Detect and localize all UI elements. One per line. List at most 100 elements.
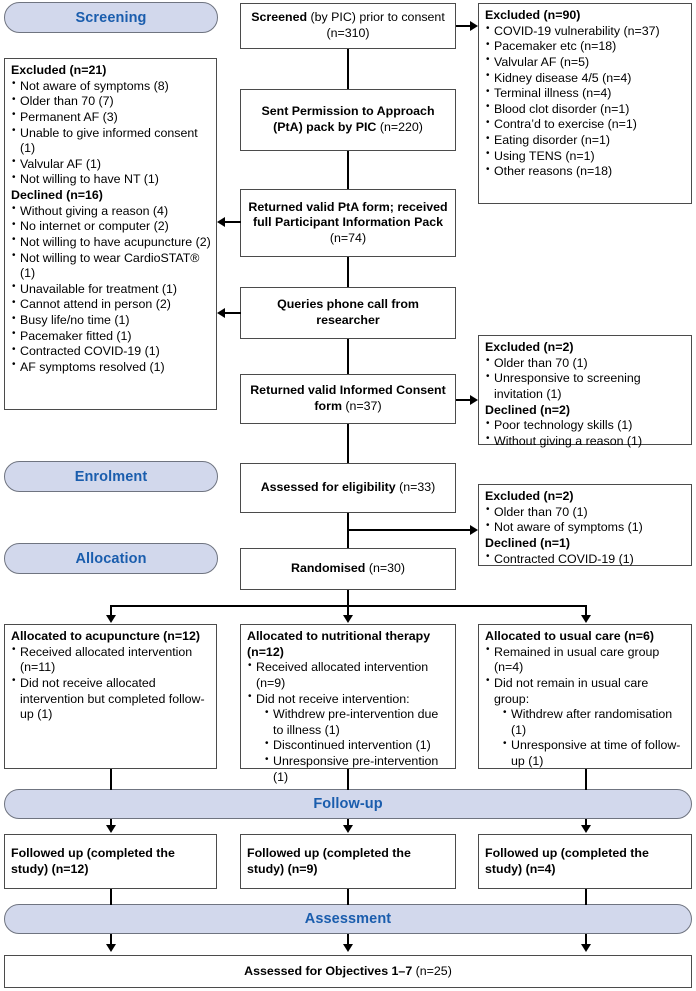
list-item: Eating disorder (n=1): [485, 133, 686, 149]
connector-screened-to-excluded90: [456, 25, 472, 27]
list-item: Contracted COVID-19 (1): [485, 551, 686, 568]
arrow-head-followup-mid: [343, 825, 353, 833]
box-pta-pack: Sent Permission to Approach (PtA) pack b…: [240, 89, 456, 151]
list-item: Discontinued intervention (1): [264, 738, 450, 754]
list-item: Contracted COVID-19 (1): [11, 344, 211, 360]
connector-consent-to-eligibility: [347, 424, 349, 463]
connector-followup-banner-drop-mid: [347, 819, 349, 827]
box-assessed-objectives: Assessed for Objectives 1–7 (n=25): [4, 955, 692, 988]
list-item: Using TENS (n=1): [485, 148, 686, 165]
connector-allocation-drop-left: [110, 605, 112, 617]
list-item: Unresponsive pre-intervention (1): [264, 753, 450, 785]
list-item: Valvular AF (n=5): [485, 54, 686, 71]
alloc-usual-care-header: Allocated to usual care (n=6): [485, 629, 655, 643]
list-item: Unresponsive to screening invitation (1): [485, 371, 686, 402]
list-item: Not aware of symptoms (8): [11, 78, 211, 95]
banner-followup: Follow-up: [4, 789, 692, 819]
connector-randomised-stem: [347, 590, 349, 606]
banner-enrolment-label: Enrolment: [74, 468, 148, 485]
left-declined-list: Without giving a reason (4) No internet …: [11, 203, 211, 376]
list-item: Other reasons (n=18): [485, 164, 686, 180]
list-item: Received allocated intervention (n=11): [11, 644, 211, 676]
connector-eligibility-elbow: [347, 529, 472, 531]
alloc-nutrition-header: Allocated to nutritional therapy (n=12): [247, 629, 431, 659]
list-item: Pacemaker etc (n=18): [485, 39, 686, 55]
list-item: Pacemaker fitted (1): [11, 328, 211, 345]
box-randomised-bold: Randomised: [291, 561, 366, 576]
connector-allocation-drop-right: [585, 605, 587, 617]
list-item: Did not receive intervention: Withdrew p…: [247, 691, 450, 786]
list-item: COVID-19 vulnerability (n=37): [485, 23, 686, 40]
box-left-excluded-declined: Excluded (n=21) Not aware of symptoms (8…: [4, 58, 217, 410]
connector-queries-to-consent: [347, 339, 349, 374]
box-assessed-objectives-rest: (n=25): [412, 963, 452, 978]
arrow-head-left-panel-lower: [217, 308, 225, 318]
list-item: Withdrew after randomisation (1): [502, 707, 686, 738]
followup-nutrition-label: Followed up (completed the study) (n=9): [247, 845, 411, 876]
alloc-acupuncture-header: Allocated to acupuncture (n=12): [11, 629, 200, 643]
box-informed-consent: Returned valid Informed Consent form (n=…: [240, 374, 456, 424]
arrow-head-followup-left: [106, 825, 116, 833]
connector-followup-left-to-assessment: [110, 889, 112, 905]
box-eligibility: Assessed for eligibility (n=33): [240, 463, 456, 513]
box-returned-pta: Returned valid PtA form; received full P…: [240, 189, 456, 257]
left-excluded-header: Excluded (n=21): [11, 63, 107, 77]
list-item: Not willing to wear CardioSTAT® (1): [11, 250, 211, 282]
banner-screening-label: Screening: [75, 9, 147, 26]
list-item: Contra’d to exercise (n=1): [485, 117, 686, 133]
list-item-label: Did not receive intervention:: [256, 691, 410, 706]
list-item: Blood clot disorder (n=1): [485, 101, 686, 118]
list-item: Unable to give informed consent (1): [11, 125, 211, 157]
list-item: Older than 70 (1): [485, 355, 686, 372]
right-elig-excluded-header: Excluded (n=2): [485, 489, 574, 503]
box-eligibility-rest: (n=33): [395, 480, 436, 495]
connector-followup-right-to-assessment: [585, 889, 587, 905]
list-item: Busy life/no time (1): [11, 313, 211, 329]
box-queries-call: Queries phone call from researcher: [240, 287, 456, 339]
list-item: Remained in usual care group (n=4): [485, 644, 686, 676]
box-right-excluded-90: Excluded (n=90) COVID-19 vulnerability (…: [478, 3, 692, 204]
right-elig-declined-list: Contracted COVID-19 (1): [485, 551, 686, 568]
box-followup-acupuncture: Followed up (completed the study) (n=12): [4, 834, 217, 889]
banner-assessment-label: Assessment: [304, 911, 392, 927]
connector-returned-to-left-panel: [224, 221, 241, 223]
followup-acupuncture-label: Followed up (completed the study) (n=12): [11, 845, 175, 876]
list-item: Kidney disease 4/5 (n=4): [485, 70, 686, 87]
connector-consent-to-right-box: [456, 399, 472, 401]
right-excluded-90-header: Excluded (n=90): [485, 8, 581, 22]
connector-screened-to-pta: [347, 49, 349, 89]
box-right-eligibility-exclusions: Excluded (n=2) Older than 70 (1) Not awa…: [478, 484, 692, 566]
connector-followup-banner-drop-right: [585, 819, 587, 827]
arrow-head-objectives-mid: [343, 944, 353, 952]
list-item: Did not receive allocated intervention b…: [11, 675, 211, 723]
box-followup-usual-care: Followed up (completed the study) (n=4): [478, 834, 692, 889]
banner-allocation-label: Allocation: [75, 550, 147, 567]
box-screened: Screened (by PIC) prior to consent (n=31…: [240, 3, 456, 49]
list-item-label: Did not remain in usual care group:: [494, 675, 649, 706]
connector-allocation-drop-mid: [347, 605, 349, 617]
connector-queries-to-left-panel: [224, 312, 241, 314]
connector-assessment-drop-right: [585, 934, 587, 946]
connector-acupuncture-to-followup-banner: [110, 769, 112, 790]
list-item: Not aware of symptoms (1): [485, 520, 686, 536]
arrow-head-right-consent-box: [470, 395, 478, 405]
box-allocation-nutrition: Allocated to nutritional therapy (n=12) …: [240, 624, 456, 784]
banner-enrolment: Enrolment: [4, 461, 218, 492]
banner-assessment: Assessment: [4, 904, 692, 934]
right-consent-excluded-list: Older than 70 (1) Unresponsive to screen…: [485, 355, 686, 403]
right-consent-excluded-header: Excluded (n=2): [485, 340, 574, 354]
box-randomised: Randomised (n=30): [240, 548, 456, 590]
alloc-usual-care-sublist: Withdrew after randomisation (1) Unrespo…: [494, 707, 686, 770]
box-pta-pack-bold: Sent Permission to Approach (PtA) pack b…: [261, 104, 435, 134]
banner-allocation: Allocation: [4, 543, 218, 574]
box-randomised-rest: (n=30): [365, 561, 405, 576]
box-screened-rest: (by PIC) prior to consent (n=310): [307, 10, 445, 40]
connector-assessment-drop-left: [110, 934, 112, 946]
box-right-consent-exclusions: Excluded (n=2) Older than 70 (1) Unrespo…: [478, 335, 692, 448]
box-followup-nutrition: Followed up (completed the study) (n=9): [240, 834, 456, 889]
arrow-head-allocation-acupuncture: [106, 615, 116, 623]
alloc-nutrition-sublist: Withdrew pre-intervention due to illness…: [256, 707, 450, 785]
box-eligibility-bold: Assessed for eligibility: [260, 480, 396, 495]
list-item: Did not remain in usual care group: With…: [485, 675, 686, 770]
box-allocation-usual-care: Allocated to usual care (n=6) Remained i…: [478, 624, 692, 769]
